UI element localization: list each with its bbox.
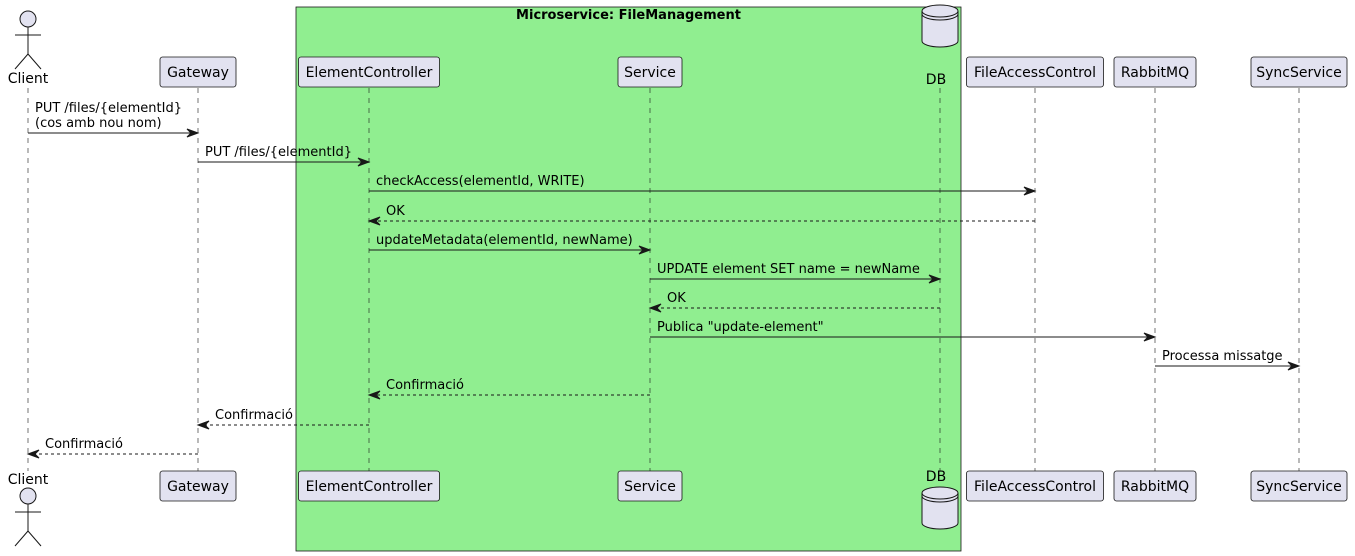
message-9: Processa missatge — [1155, 349, 1301, 371]
actor-stick-figure-icon — [14, 10, 42, 70]
database-cylinder-icon — [921, 4, 959, 48]
message-10: Confirmació — [367, 378, 650, 400]
participant-box — [617, 470, 683, 502]
arrowhead-icon — [1143, 332, 1157, 342]
participant-box — [617, 56, 683, 88]
participant-client-top: Client — [8, 10, 49, 87]
message-label: OK — [667, 291, 686, 306]
participant-db-top: DB — [921, 4, 959, 88]
message-label: updateMetadata(elementId, newName) — [376, 233, 633, 248]
participant-label: ElementController — [306, 65, 433, 81]
participant-elementcontroller-bottom: ElementController — [298, 470, 440, 502]
arrowhead-icon — [186, 128, 200, 138]
message-label: Confirmació — [45, 437, 123, 452]
participant-label: SyncService — [1256, 65, 1341, 81]
message-5: updateMetadata(elementId, newName) — [369, 233, 652, 255]
message-label: OK — [386, 204, 405, 219]
participant-rabbitmq-bottom: RabbitMQ — [1113, 470, 1197, 502]
arrowhead-icon — [1287, 361, 1301, 371]
participant-client-bottom: Client — [8, 472, 49, 547]
arrowhead-icon — [1023, 186, 1037, 196]
arrowhead-icon — [26, 449, 40, 459]
participant-box — [159, 56, 237, 88]
participant-rabbitmq-top: RabbitMQ — [1113, 56, 1197, 88]
database-cylinder-icon — [921, 486, 959, 530]
arrowhead-icon — [367, 390, 381, 400]
message-3: checkAccess(elementId, WRITE) — [369, 174, 1037, 196]
participant-box — [1113, 470, 1197, 502]
participant-box — [966, 56, 1104, 88]
message-2: PUT /files/{elementId} — [198, 145, 371, 167]
message-label: checkAccess(elementId, WRITE) — [376, 174, 585, 189]
participant-elementcontroller-top: ElementController — [298, 56, 440, 88]
participant-label: SyncService — [1256, 479, 1341, 495]
message-4: OK — [367, 204, 1035, 226]
participant-label: DB — [926, 469, 946, 485]
message-8: Publica "update-element" — [650, 320, 1157, 342]
participant-gateway-bottom: Gateway — [159, 470, 237, 502]
arrowhead-icon — [928, 274, 942, 284]
participant-service-bottom: Service — [617, 470, 683, 502]
actor-stick-figure-icon — [14, 487, 42, 547]
arrowhead-icon — [638, 245, 652, 255]
participant-label: ElementController — [306, 479, 433, 495]
participant-fileaccesscontrol-bottom: FileAccessControl — [966, 470, 1104, 502]
participant-box — [966, 470, 1104, 502]
participant-label: Client — [8, 472, 49, 488]
participant-box — [298, 470, 440, 502]
participant-fileaccesscontrol-top: FileAccessControl — [966, 56, 1104, 88]
arrowhead-icon — [357, 157, 371, 167]
message-11: Confirmació — [196, 408, 369, 430]
group-title: Microservice: FileManagement — [516, 8, 741, 23]
message-6: UPDATE element SET name = newName — [650, 262, 942, 284]
participant-label: FileAccessControl — [974, 479, 1096, 495]
participant-label: FileAccessControl — [974, 65, 1096, 81]
message-label: (cos amb nou nom) — [35, 116, 162, 131]
participant-box — [159, 470, 237, 502]
participant-box — [1250, 470, 1348, 502]
arrowhead-icon — [367, 216, 381, 226]
participant-label: DB — [926, 72, 946, 88]
participant-box — [1250, 56, 1348, 88]
participant-label: Gateway — [167, 479, 229, 495]
message-1: PUT /files/{elementId}(cos amb nou nom) — [28, 101, 200, 138]
message-label: Confirmació — [386, 378, 464, 393]
message-label: Confirmació — [215, 408, 293, 423]
message-7: OK — [648, 291, 940, 313]
participant-gateway-top: Gateway — [159, 56, 237, 88]
participant-service-top: Service — [617, 56, 683, 88]
participant-box — [298, 56, 440, 88]
participant-label: RabbitMQ — [1121, 479, 1189, 495]
participant-label: Service — [624, 479, 676, 495]
message-label: PUT /files/{elementId} — [205, 145, 352, 160]
message-label: Processa missatge — [1162, 349, 1283, 364]
arrowhead-icon — [196, 420, 210, 430]
participant-label: Client — [8, 71, 49, 87]
message-12: Confirmació — [26, 437, 198, 459]
message-label: UPDATE element SET name = newName — [657, 262, 920, 277]
participant-db-bottom: DB — [921, 469, 959, 530]
participant-label: Service — [624, 65, 676, 81]
participant-label: Gateway — [167, 65, 229, 81]
message-label: PUT /files/{elementId} — [35, 101, 182, 116]
participant-syncservice-top: SyncService — [1250, 56, 1348, 88]
participant-box — [1113, 56, 1197, 88]
message-label: Publica "update-element" — [657, 320, 824, 335]
participant-syncservice-bottom: SyncService — [1250, 470, 1348, 502]
arrowhead-icon — [648, 303, 662, 313]
participant-label: RabbitMQ — [1121, 65, 1189, 81]
